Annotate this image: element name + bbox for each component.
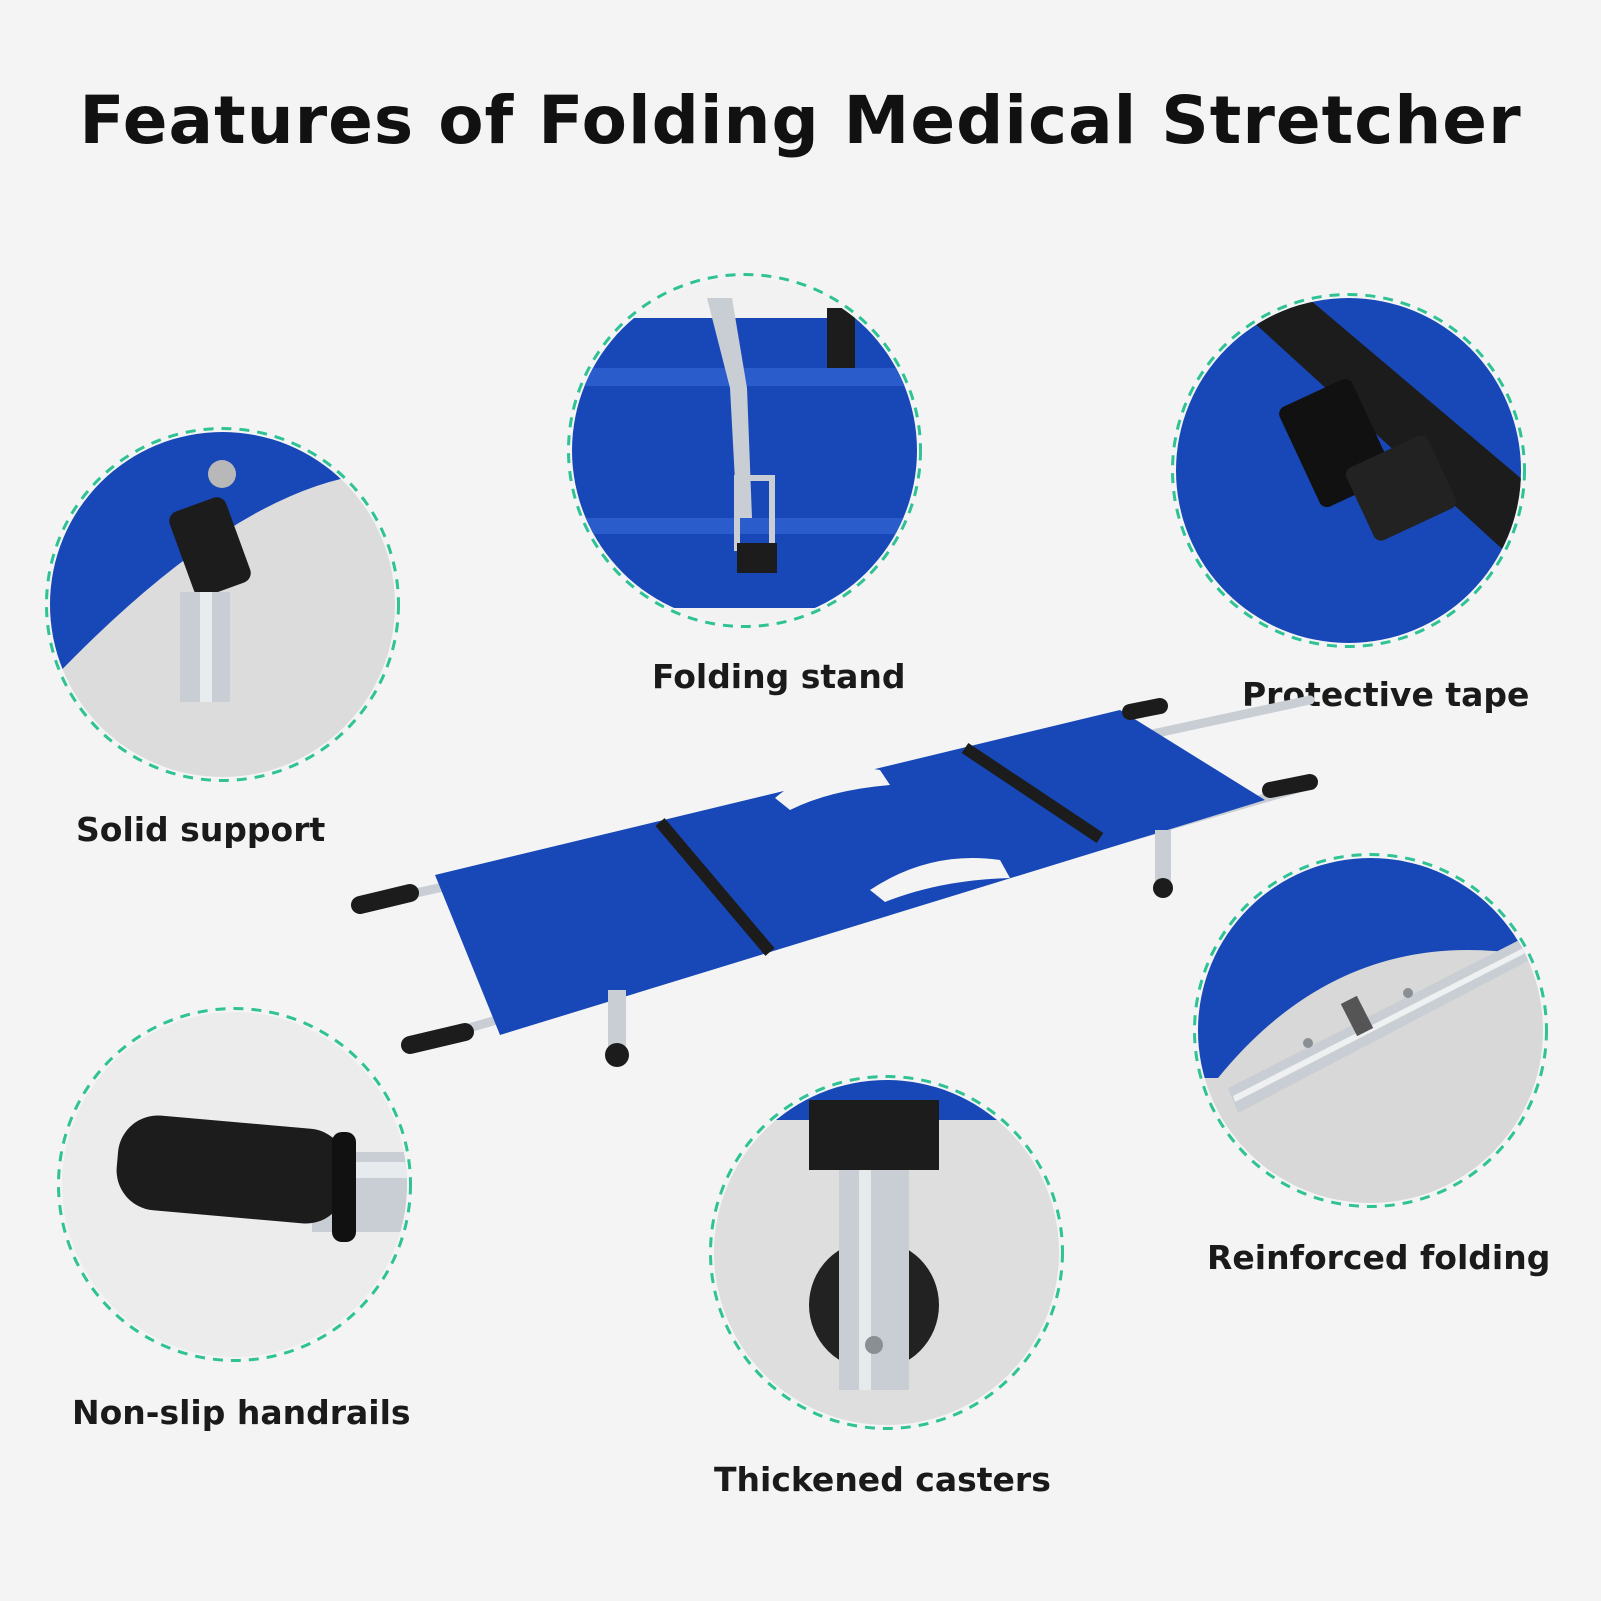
folding-stand-dashed-ring: [567, 273, 922, 628]
label-reinforced-folding: Reinforced folding: [1207, 1238, 1551, 1277]
stretcher-leg-left: [608, 990, 626, 1050]
non-slip-handrails-image: [62, 1012, 407, 1357]
handle-bottom-right: [1262, 774, 1318, 798]
non-slip-handrails-photo: [57, 1007, 412, 1362]
solid-support-photo: [45, 427, 400, 782]
label-thickened-casters: Thickened casters: [714, 1460, 1051, 1499]
label-folding-stand: Folding stand: [652, 657, 906, 696]
thickened-casters-image: [714, 1080, 1059, 1425]
stretcher-strap-1: [655, 818, 775, 956]
non-slip-handrails-dashed-ring: [57, 1007, 412, 1362]
page-title: Features of Folding Medical Stretcher: [79, 82, 1522, 159]
thickened-casters-dashed-ring: [709, 1075, 1064, 1430]
reinforced-folding-image: [1198, 858, 1543, 1203]
stretcher-illustration: [351, 695, 1318, 1067]
protective-tape-image: [1176, 298, 1521, 643]
stretcher-cutout-top: [775, 767, 890, 810]
label-non-slip-handrails: Non-slip handrails: [72, 1393, 411, 1432]
handle-top-left: [351, 884, 419, 914]
reinforced-folding-dashed-ring: [1193, 853, 1548, 1208]
stretcher-strap-2: [961, 743, 1104, 843]
reinforced-folding-photo: [1193, 853, 1548, 1208]
stretcher-leg-right: [1155, 830, 1171, 885]
handle-top-right: [1122, 698, 1168, 720]
stretcher-cutout-bottom: [870, 858, 1010, 902]
solid-support-image: [50, 432, 395, 777]
label-solid-support: Solid support: [76, 810, 326, 849]
folding-stand-photo: [567, 273, 922, 628]
stretcher-fabric: [435, 710, 1265, 1035]
protective-tape-dashed-ring: [1171, 293, 1526, 648]
solid-support-dashed-ring: [45, 427, 400, 782]
handle-bottom-left: [401, 1023, 474, 1054]
thickened-casters-photo: [709, 1075, 1064, 1430]
protective-tape-photo: [1171, 293, 1526, 648]
folding-stand-image: [572, 278, 917, 623]
